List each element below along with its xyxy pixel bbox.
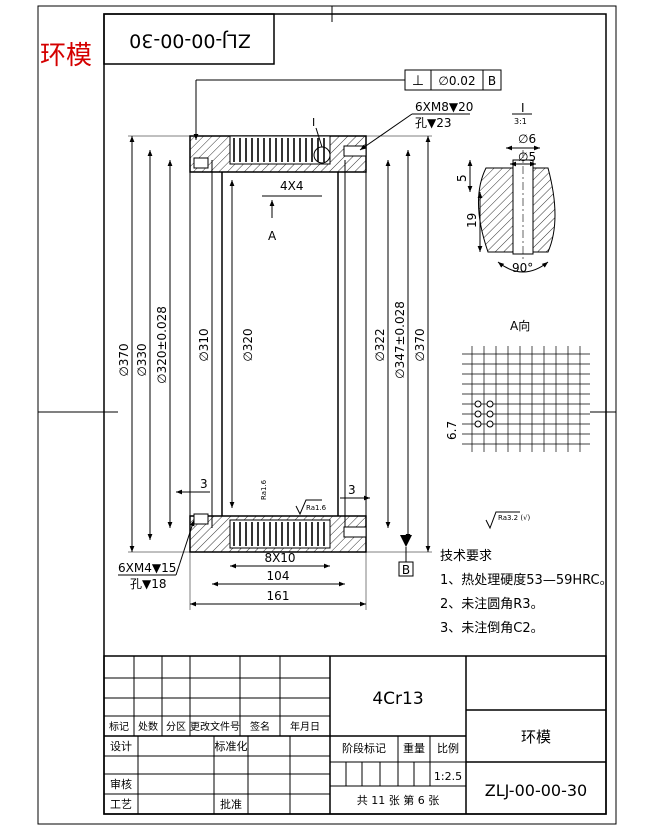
sheet-count: 共 11 张 第 6 张 (357, 793, 439, 807)
dim-groove-bottom: 8X10 (264, 551, 295, 565)
surface-note: Ra3.2 (√) (498, 514, 531, 522)
label-standard: 标准化 (215, 739, 248, 753)
view-a-label: A (268, 229, 277, 243)
title-block: 4Cr13 环模 ZLJ-00-00-30 1:2.5 共 11 张 第 6 张… (103, 655, 607, 815)
label-design: 设计 (110, 740, 132, 753)
tech-item-1: 1、热处理硬度53—59HRC。 (440, 572, 613, 588)
dim-d330: ∅330 (135, 343, 149, 376)
rev-header-sign: 签名 (250, 720, 270, 733)
dim-d370-right: ∅370 (413, 328, 427, 361)
dim-gap-right: 3 (348, 483, 356, 497)
grid-hole (474, 420, 482, 428)
drawing-number: ZLJ-00-00-30 (485, 781, 587, 800)
diameter-dimensions (128, 135, 432, 553)
outer-frame (37, 5, 617, 825)
view-a-dim: 6.7 (445, 421, 459, 440)
callout-top-2: 孔▼23 (415, 116, 452, 130)
dim-d320-tol: ∅320±0.028 (155, 306, 169, 384)
callout-top-1: 6XM8▼20 (415, 100, 473, 114)
tech-item-3: 3、未注倒角C2。 (440, 621, 544, 636)
label-process: 工艺 (110, 798, 132, 811)
dim-d322: ∅322 (373, 328, 387, 361)
dim-d310: ∅310 (197, 328, 211, 361)
roughness-mark-2: Ra1.6 (306, 504, 327, 512)
stage-header: 阶段标记 (342, 741, 386, 755)
label-check: 审核 (110, 777, 132, 791)
dim-groove-top: 4X4 (280, 179, 304, 193)
scale-value: 1:2.5 (434, 770, 462, 783)
ring-die-section: I (189, 116, 367, 553)
part-name: 环模 (521, 728, 551, 746)
dim-d370-left: ∅370 (117, 343, 131, 376)
top-number-box (103, 13, 275, 65)
grid-hole (474, 400, 482, 408)
detail-view-i: I 3:1 ∅6 ∅5 5 19 90° (455, 101, 556, 275)
rev-header-file: 更改文件号 (190, 720, 240, 733)
callout-bottom-2: 孔▼18 (130, 577, 167, 591)
dim-161: 161 (267, 589, 290, 603)
datum-b: B (402, 563, 410, 577)
rev-header-date: 年月日 (290, 720, 320, 733)
detail-angle: 90° (512, 261, 533, 275)
detail-d6: ∅6 (518, 132, 536, 146)
grid-hole (486, 420, 494, 428)
callout-bottom-1: 6XM4▼15 (118, 561, 176, 575)
detail-marker: I (312, 116, 315, 129)
rev-header-count: 处数 (138, 720, 158, 733)
dim-gap-left: 3 (200, 477, 208, 491)
ratio-header: 比例 (437, 741, 459, 755)
weight-header: 重量 (403, 741, 425, 755)
view-a: A向 6.7 (445, 318, 590, 452)
view-a-title: A向 (510, 318, 530, 333)
perpendicularity-symbol: ⊥ (412, 73, 424, 89)
tolerance-value: ∅0.02 (438, 74, 475, 88)
rev-header-zone: 分区 (166, 721, 186, 733)
material: 4Cr13 (372, 689, 423, 709)
detail-dim19: 19 (465, 213, 479, 228)
detail-scale: 3:1 (514, 117, 527, 126)
label-approve: 批准 (220, 797, 242, 811)
roughness-mark-1: Ra1.6 (260, 479, 268, 500)
grid-hole (486, 400, 494, 408)
detail-label: I (521, 101, 525, 115)
tolerance-frame: ⊥ ∅0.02 B (193, 69, 502, 140)
detail-dim5: 5 (455, 174, 469, 182)
top-drawing-number: ZLJ-00-00-30 (129, 30, 251, 52)
grid-hole (474, 410, 482, 418)
dim-d320: ∅320 (241, 328, 255, 361)
dim-d347-tol: ∅347±0.028 (393, 301, 407, 379)
grid-hole (486, 410, 494, 418)
tolerance-datum: B (488, 74, 496, 88)
detail-d5: ∅5 (518, 150, 536, 164)
tech-item-2: 2、未注圆角R3。 (440, 597, 544, 612)
dim-104: 104 (267, 569, 290, 583)
tech-heading: 技术要求 (440, 549, 492, 564)
rev-header-mark: 标记 (109, 721, 129, 733)
corner-title: 环模 (40, 41, 92, 71)
